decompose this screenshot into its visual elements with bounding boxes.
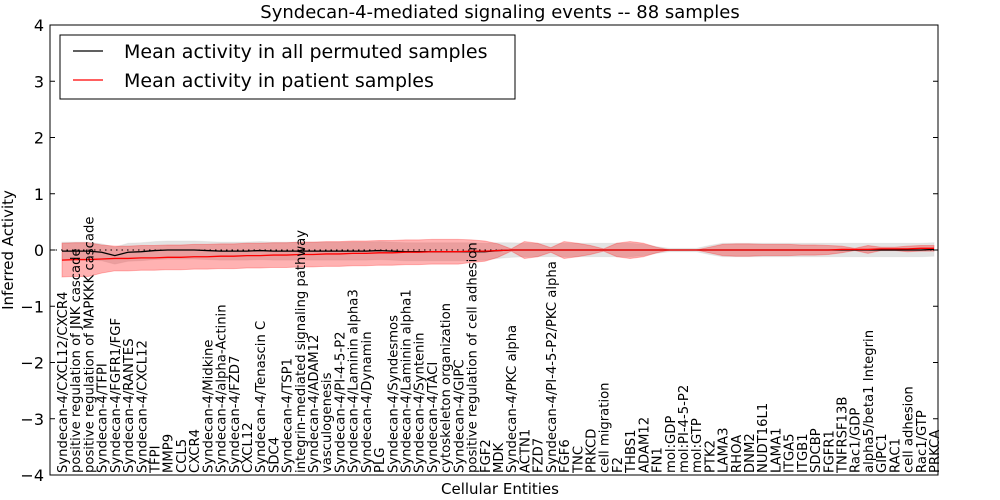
x-tick-label: Rac1/GTP	[915, 410, 930, 473]
x-tick-label: TNFRSF13B	[836, 397, 851, 474]
x-tick-label: CXCR4	[188, 429, 203, 473]
x-tick-label: ITGB1	[796, 433, 811, 473]
x-tick-label: positive regulation of cell adhesion	[466, 242, 481, 473]
x-tick-label: mol:PI-4-5-P2	[677, 385, 692, 473]
x-tick-label: MMP9	[162, 434, 177, 473]
x-tick-label: Syndecan-4/Dynamin	[360, 331, 375, 473]
x-tick-label: LAMA3	[717, 428, 732, 473]
x-tick-label: GIPC1	[875, 433, 890, 473]
x-tick-label: Rac1/GDP	[849, 408, 864, 473]
x-tick-label: Syndecan-4/Laminin alpha3	[347, 289, 362, 473]
x-tick-label: FGFR1	[822, 430, 837, 473]
y-tick-label: −4	[20, 466, 44, 485]
x-tick-label: Syndecan-4/GIPC	[452, 359, 467, 473]
x-tick-label: FGF6	[558, 439, 573, 473]
x-tick-label: FGF2	[479, 439, 494, 473]
y-tick-label: 0	[34, 241, 44, 260]
x-tick-label: THBS1	[624, 429, 639, 474]
y-tick-label: 3	[34, 72, 44, 91]
chart-title: Syndecan-4-mediated signaling events -- …	[260, 2, 739, 23]
x-tick-label: Syndecan-4/TACI	[426, 362, 441, 473]
x-tick-label: mol:GTP	[690, 418, 705, 473]
x-tick-label: PLG	[373, 447, 388, 473]
y-tick-label: 4	[34, 16, 44, 35]
band-patient	[61, 238, 935, 278]
x-tick-label: PRKCA	[928, 430, 943, 473]
x-tick-label: cell migration	[598, 382, 613, 473]
x-tick-label: Syndecan-4/Laminin alpha1	[400, 289, 415, 473]
band-permuted	[61, 240, 935, 265]
x-tick-label: Syndecan-4/Syndesmos	[386, 315, 401, 473]
x-tick-label: Syndecan-4/RANTES	[122, 338, 137, 473]
x-tick-label: DNM2	[743, 433, 758, 473]
x-tick-label: Syndecan-4/Syntenin	[413, 333, 428, 474]
x-tick-label: positive regulation of MAPKKK cascade	[82, 217, 97, 474]
x-tick-label: Syndecan-4/alpha-Actinin	[215, 304, 230, 473]
x-tick-label: positive regulation of JNK cascade	[69, 248, 84, 473]
x-tick-label: Syndecan-4/TSP1	[281, 358, 296, 473]
x-tick-label: Syndecan-4/PKC alpha	[505, 325, 520, 473]
legend-label-permuted: Mean activity in all permuted samples	[124, 41, 487, 63]
series-line-patient	[61, 247, 934, 261]
x-tick-label: integrin-mediated signaling pathway	[294, 230, 309, 473]
x-tick-label: RHOA	[730, 435, 745, 473]
x-tick-label: PTK2	[703, 440, 718, 473]
x-tick-label: mol:GDP	[664, 416, 679, 473]
x-tick-label: NUDT16L1	[756, 403, 771, 473]
x-tick-label: ITGA5	[783, 433, 798, 473]
x-tick-label: LAMA1	[769, 428, 784, 473]
x-tick-label: Syndecan-4/TFPI	[96, 363, 111, 473]
x-tick-label: Syndecan-4/CXCL12	[135, 340, 150, 473]
legend: Mean activity in all permuted samples Me…	[59, 34, 516, 100]
x-tick-label: CXCL12	[241, 422, 256, 473]
x-tick-label: F2	[611, 457, 626, 473]
y-tick-label: −1	[20, 297, 44, 316]
x-tick-label: CCL5	[175, 439, 190, 473]
x-tick-label: RAC1	[888, 438, 903, 473]
x-tick-label: Syndecan-4/ADAM12	[307, 335, 322, 473]
x-tick-label: alpha5/beta1 Integrin	[862, 330, 877, 473]
x-tick-label: TNC	[571, 446, 586, 474]
y-tick-label: −3	[20, 410, 44, 429]
x-tick-label: SDCBP	[809, 428, 824, 473]
x-tick-label: Syndecan-4/FZD7	[228, 356, 243, 473]
y-tick-label: −2	[20, 354, 44, 373]
x-tick-label: Syndecan-4/Midkine	[201, 340, 216, 474]
x-tick-label: ACTN1	[518, 429, 533, 473]
x-tick-label: FZD7	[532, 438, 547, 473]
x-tick-label: TFPI	[148, 446, 163, 474]
y-tick-label: 2	[34, 129, 44, 148]
legend-label-patient: Mean activity in patient samples	[124, 70, 434, 92]
x-tick-label: MDK	[492, 442, 507, 473]
x-tick-label: Syndecan-4/PI-4-5-P2	[333, 331, 348, 473]
x-axis-label: Cellular Entities	[441, 480, 559, 498]
x-tick-label: Syndecan-4/PI-4-5-P2/PKC alpha	[545, 261, 560, 473]
x-tick-label: vasculogenesis	[320, 372, 335, 473]
x-tick-label: PRKCD	[584, 429, 599, 473]
x-tick-label: Syndecan-4/CXCL12/CXCR4	[56, 292, 71, 473]
x-tick-label: FN1	[651, 447, 666, 473]
legend-box	[59, 34, 516, 100]
x-tick-label: cytoskeleton organization	[439, 303, 454, 473]
x-tick-label: Syndecan-4/Tenascin C	[254, 321, 269, 473]
y-axis-label: Inferred Activity	[0, 190, 17, 310]
x-tick-label: cell adhesion	[902, 386, 917, 473]
x-tick-label: Syndecan-4/FGFR1/FGF	[109, 318, 124, 473]
x-tick-label: ADAM12	[637, 417, 652, 473]
y-tick-label: 1	[34, 185, 44, 204]
x-tick-label: SDC4	[267, 437, 282, 473]
